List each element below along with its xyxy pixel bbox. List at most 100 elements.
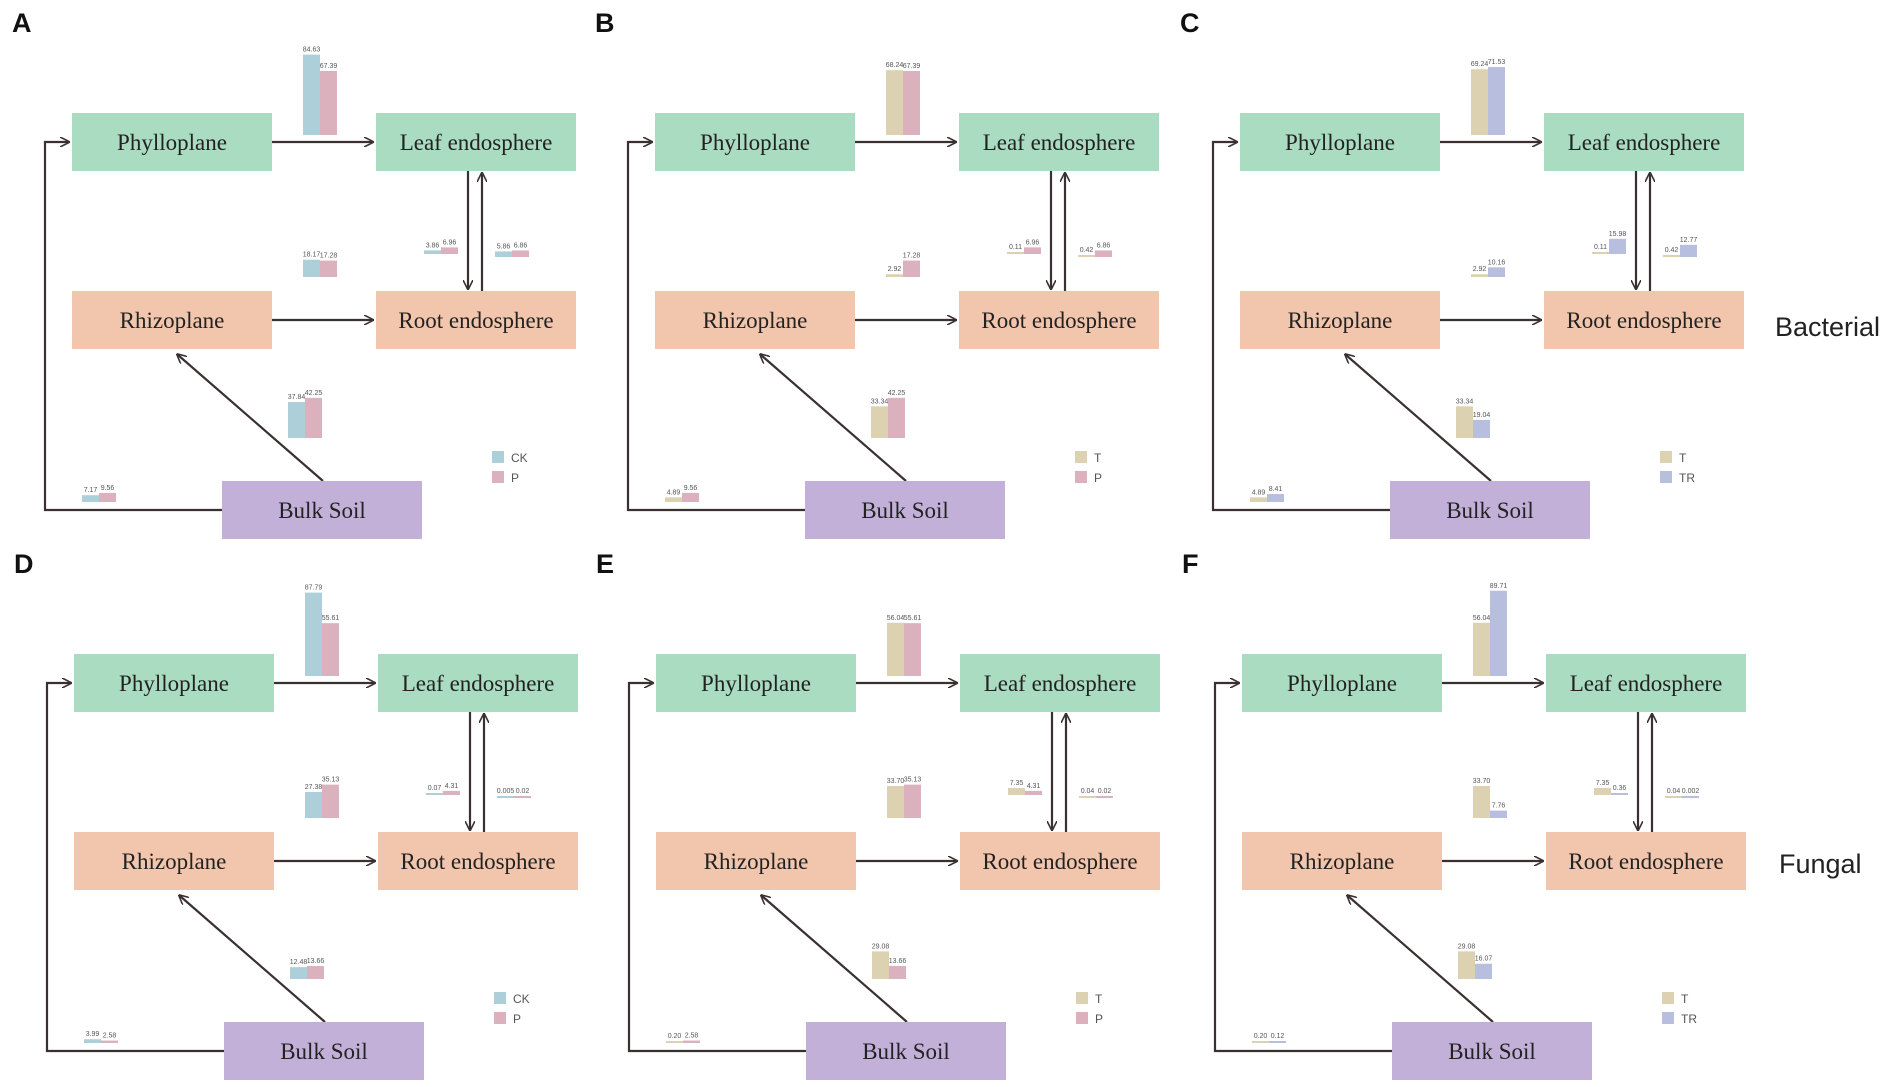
legend-label: CK bbox=[511, 451, 528, 465]
bulk-soil-label: Bulk Soil bbox=[861, 498, 949, 523]
bar-value-label: 0.12 bbox=[1271, 1033, 1285, 1040]
bar-value-label: 2.92 bbox=[888, 266, 902, 273]
bar-value-label: 2.58 bbox=[685, 1033, 699, 1040]
bar-value-label: 56.04 bbox=[887, 615, 905, 622]
bar bbox=[1475, 963, 1492, 979]
bar bbox=[1024, 247, 1041, 254]
bar bbox=[1592, 252, 1609, 254]
bar bbox=[1458, 951, 1475, 979]
bar bbox=[889, 966, 906, 979]
rhizoplane-label: Rhizoplane bbox=[120, 308, 225, 333]
leaf-endosphere-label: Leaf endosphere bbox=[400, 130, 553, 155]
bar-value-label: 8.41 bbox=[1269, 486, 1283, 493]
bar-value-label: 0.02 bbox=[1098, 788, 1112, 795]
bar-value-label: 6.86 bbox=[514, 242, 528, 249]
row-label-fungal: Fungal bbox=[1779, 849, 1862, 879]
legend-label: P bbox=[1095, 1012, 1103, 1026]
bar-value-label: 87.79 bbox=[305, 585, 323, 592]
arrow-bulk-to-phylloplane bbox=[626, 142, 805, 512]
bar bbox=[84, 1039, 101, 1043]
bar bbox=[82, 495, 99, 502]
bar bbox=[665, 497, 682, 502]
legend-swatch bbox=[1660, 471, 1672, 483]
bar bbox=[99, 492, 116, 502]
phylloplane-label: Phylloplane bbox=[119, 671, 229, 696]
bar bbox=[1269, 1041, 1286, 1043]
legend: CKP bbox=[492, 451, 528, 485]
bar bbox=[1471, 69, 1488, 135]
rhizoplane-box bbox=[1240, 291, 1440, 349]
bar-value-label: 7.35 bbox=[1596, 780, 1610, 787]
root-endosphere-box bbox=[1544, 291, 1744, 349]
bar-value-label: 33.34 bbox=[871, 398, 889, 405]
arrow-bulk-to-rhizoplane bbox=[178, 355, 324, 482]
bar bbox=[1611, 793, 1628, 795]
legend-swatch bbox=[492, 471, 504, 483]
bar-value-label: 3.86 bbox=[426, 242, 440, 249]
leaf-endosphere-label: Leaf endosphere bbox=[983, 130, 1136, 155]
legend: TP bbox=[1076, 992, 1103, 1026]
arrow-bulk-to-phylloplane bbox=[627, 683, 806, 1053]
bar-value-label: 29.08 bbox=[872, 943, 890, 950]
legend: CKP bbox=[494, 992, 530, 1026]
bar-value-label: 13.66 bbox=[889, 958, 907, 965]
legend-label: CK bbox=[513, 992, 530, 1006]
root-endosphere-label: Root endosphere bbox=[1566, 308, 1721, 333]
legend: TTR bbox=[1662, 992, 1697, 1026]
leaf-endosphere-box bbox=[378, 654, 578, 712]
bar bbox=[1473, 785, 1490, 818]
bulk-soil-box bbox=[1390, 481, 1590, 539]
bulk-soil-label: Bulk Soil bbox=[862, 1039, 950, 1064]
bar bbox=[903, 260, 920, 277]
bar bbox=[288, 402, 305, 438]
legend-swatch bbox=[1662, 1012, 1674, 1024]
bar bbox=[290, 967, 307, 979]
bar-value-label: 0.11 bbox=[1594, 244, 1607, 251]
bar-value-label: 0.42 bbox=[1080, 247, 1094, 254]
bar-value-label: 0.42 bbox=[1665, 247, 1679, 254]
bar bbox=[303, 54, 320, 135]
bar-value-label: 89.71 bbox=[1490, 583, 1508, 590]
bar bbox=[666, 1041, 683, 1043]
bar-value-label: 5.86 bbox=[497, 243, 511, 250]
bulk-soil-box bbox=[222, 481, 422, 539]
phylloplane-label: Phylloplane bbox=[1287, 671, 1397, 696]
bar bbox=[683, 1040, 700, 1043]
bulk-soil-label: Bulk Soil bbox=[280, 1039, 368, 1064]
bar bbox=[1488, 67, 1505, 135]
arrow-bulk-to-rhizoplane bbox=[762, 896, 908, 1023]
leaf-endosphere-box bbox=[960, 654, 1160, 712]
bulk-soil-label: Bulk Soil bbox=[1448, 1039, 1536, 1064]
bar bbox=[303, 259, 320, 277]
bar-value-label: 42.25 bbox=[888, 390, 906, 397]
bar bbox=[495, 251, 512, 257]
bar-value-label: 9.56 bbox=[684, 485, 698, 492]
leaf-endosphere-label: Leaf endosphere bbox=[1570, 671, 1723, 696]
bar bbox=[888, 397, 905, 438]
legend-swatch bbox=[1660, 451, 1672, 463]
bar bbox=[904, 784, 921, 818]
bar-value-label: 12.48 bbox=[290, 959, 308, 966]
bar bbox=[1267, 494, 1284, 502]
row-label-bacterial: Bacterial bbox=[1775, 312, 1880, 342]
bar-value-label: 17.28 bbox=[320, 253, 338, 260]
bar-value-label: 37.84 bbox=[288, 394, 306, 401]
arrow-bulk-to-rhizoplane bbox=[1348, 896, 1494, 1023]
bar-value-label: 16.07 bbox=[1475, 956, 1493, 963]
bar-group-bulk-phylloplane: 4.899.56 bbox=[665, 485, 699, 502]
